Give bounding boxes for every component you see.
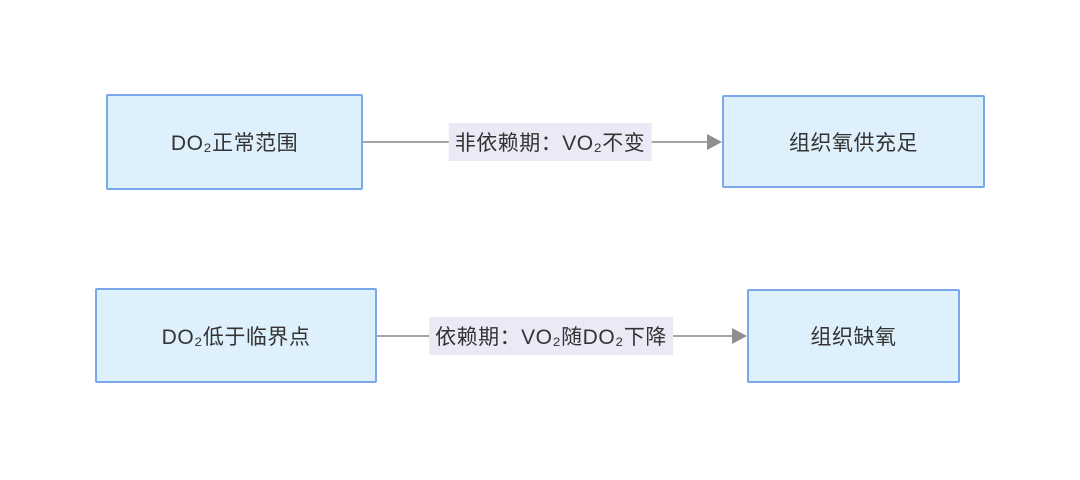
edge-label-independent-phase: 非依赖期：VO₂不变 — [448, 123, 652, 161]
node-do2-below-critical-point: DO₂低于临界点 — [95, 288, 377, 383]
arrowhead-icon — [707, 134, 722, 150]
arrowhead-icon — [732, 328, 747, 344]
node-tissue-hypoxia: 组织缺氧 — [747, 289, 960, 383]
node-do2-normal-range: DO₂正常范围 — [106, 94, 363, 190]
edge-label-dependent-phase: 依赖期：VO₂随DO₂下降 — [429, 317, 673, 355]
node-tissue-oxygen-adequate: 组织氧供充足 — [722, 95, 985, 188]
